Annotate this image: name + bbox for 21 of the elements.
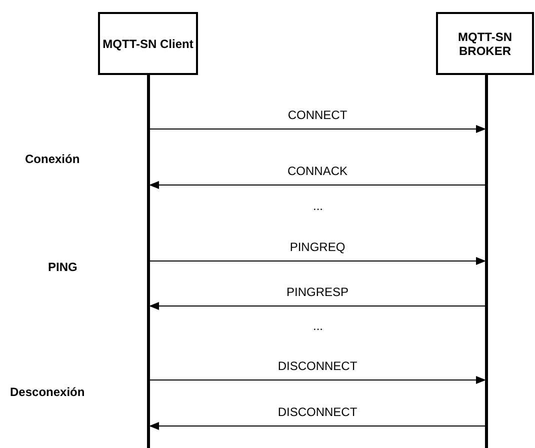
phase-label: PING [48,260,78,274]
message-label: CONNECT [288,108,348,122]
participant-box: MQTT-SN BROKER [436,12,534,75]
phase-label: Desconexión [10,385,85,399]
message-label: DISCONNECT [278,359,358,373]
message-label: DISCONNECT [278,405,358,419]
message-label: CONNACK [288,164,348,178]
message-arrow [149,422,486,430]
message-arrow [149,181,486,189]
message-arrow [150,257,486,265]
message-label: PINGREQ [290,240,346,254]
message-arrow [150,125,486,133]
ellipsis-mark: ... [313,319,323,333]
message-arrow [150,376,486,384]
ellipsis-mark: ... [313,199,323,213]
message-arrow [149,302,486,310]
lifeline [485,75,488,448]
participant-box: MQTT-SN Client [98,12,198,75]
phase-label: Conexión [25,152,80,166]
message-label: PINGRESP [286,285,348,299]
lifeline [147,75,150,448]
